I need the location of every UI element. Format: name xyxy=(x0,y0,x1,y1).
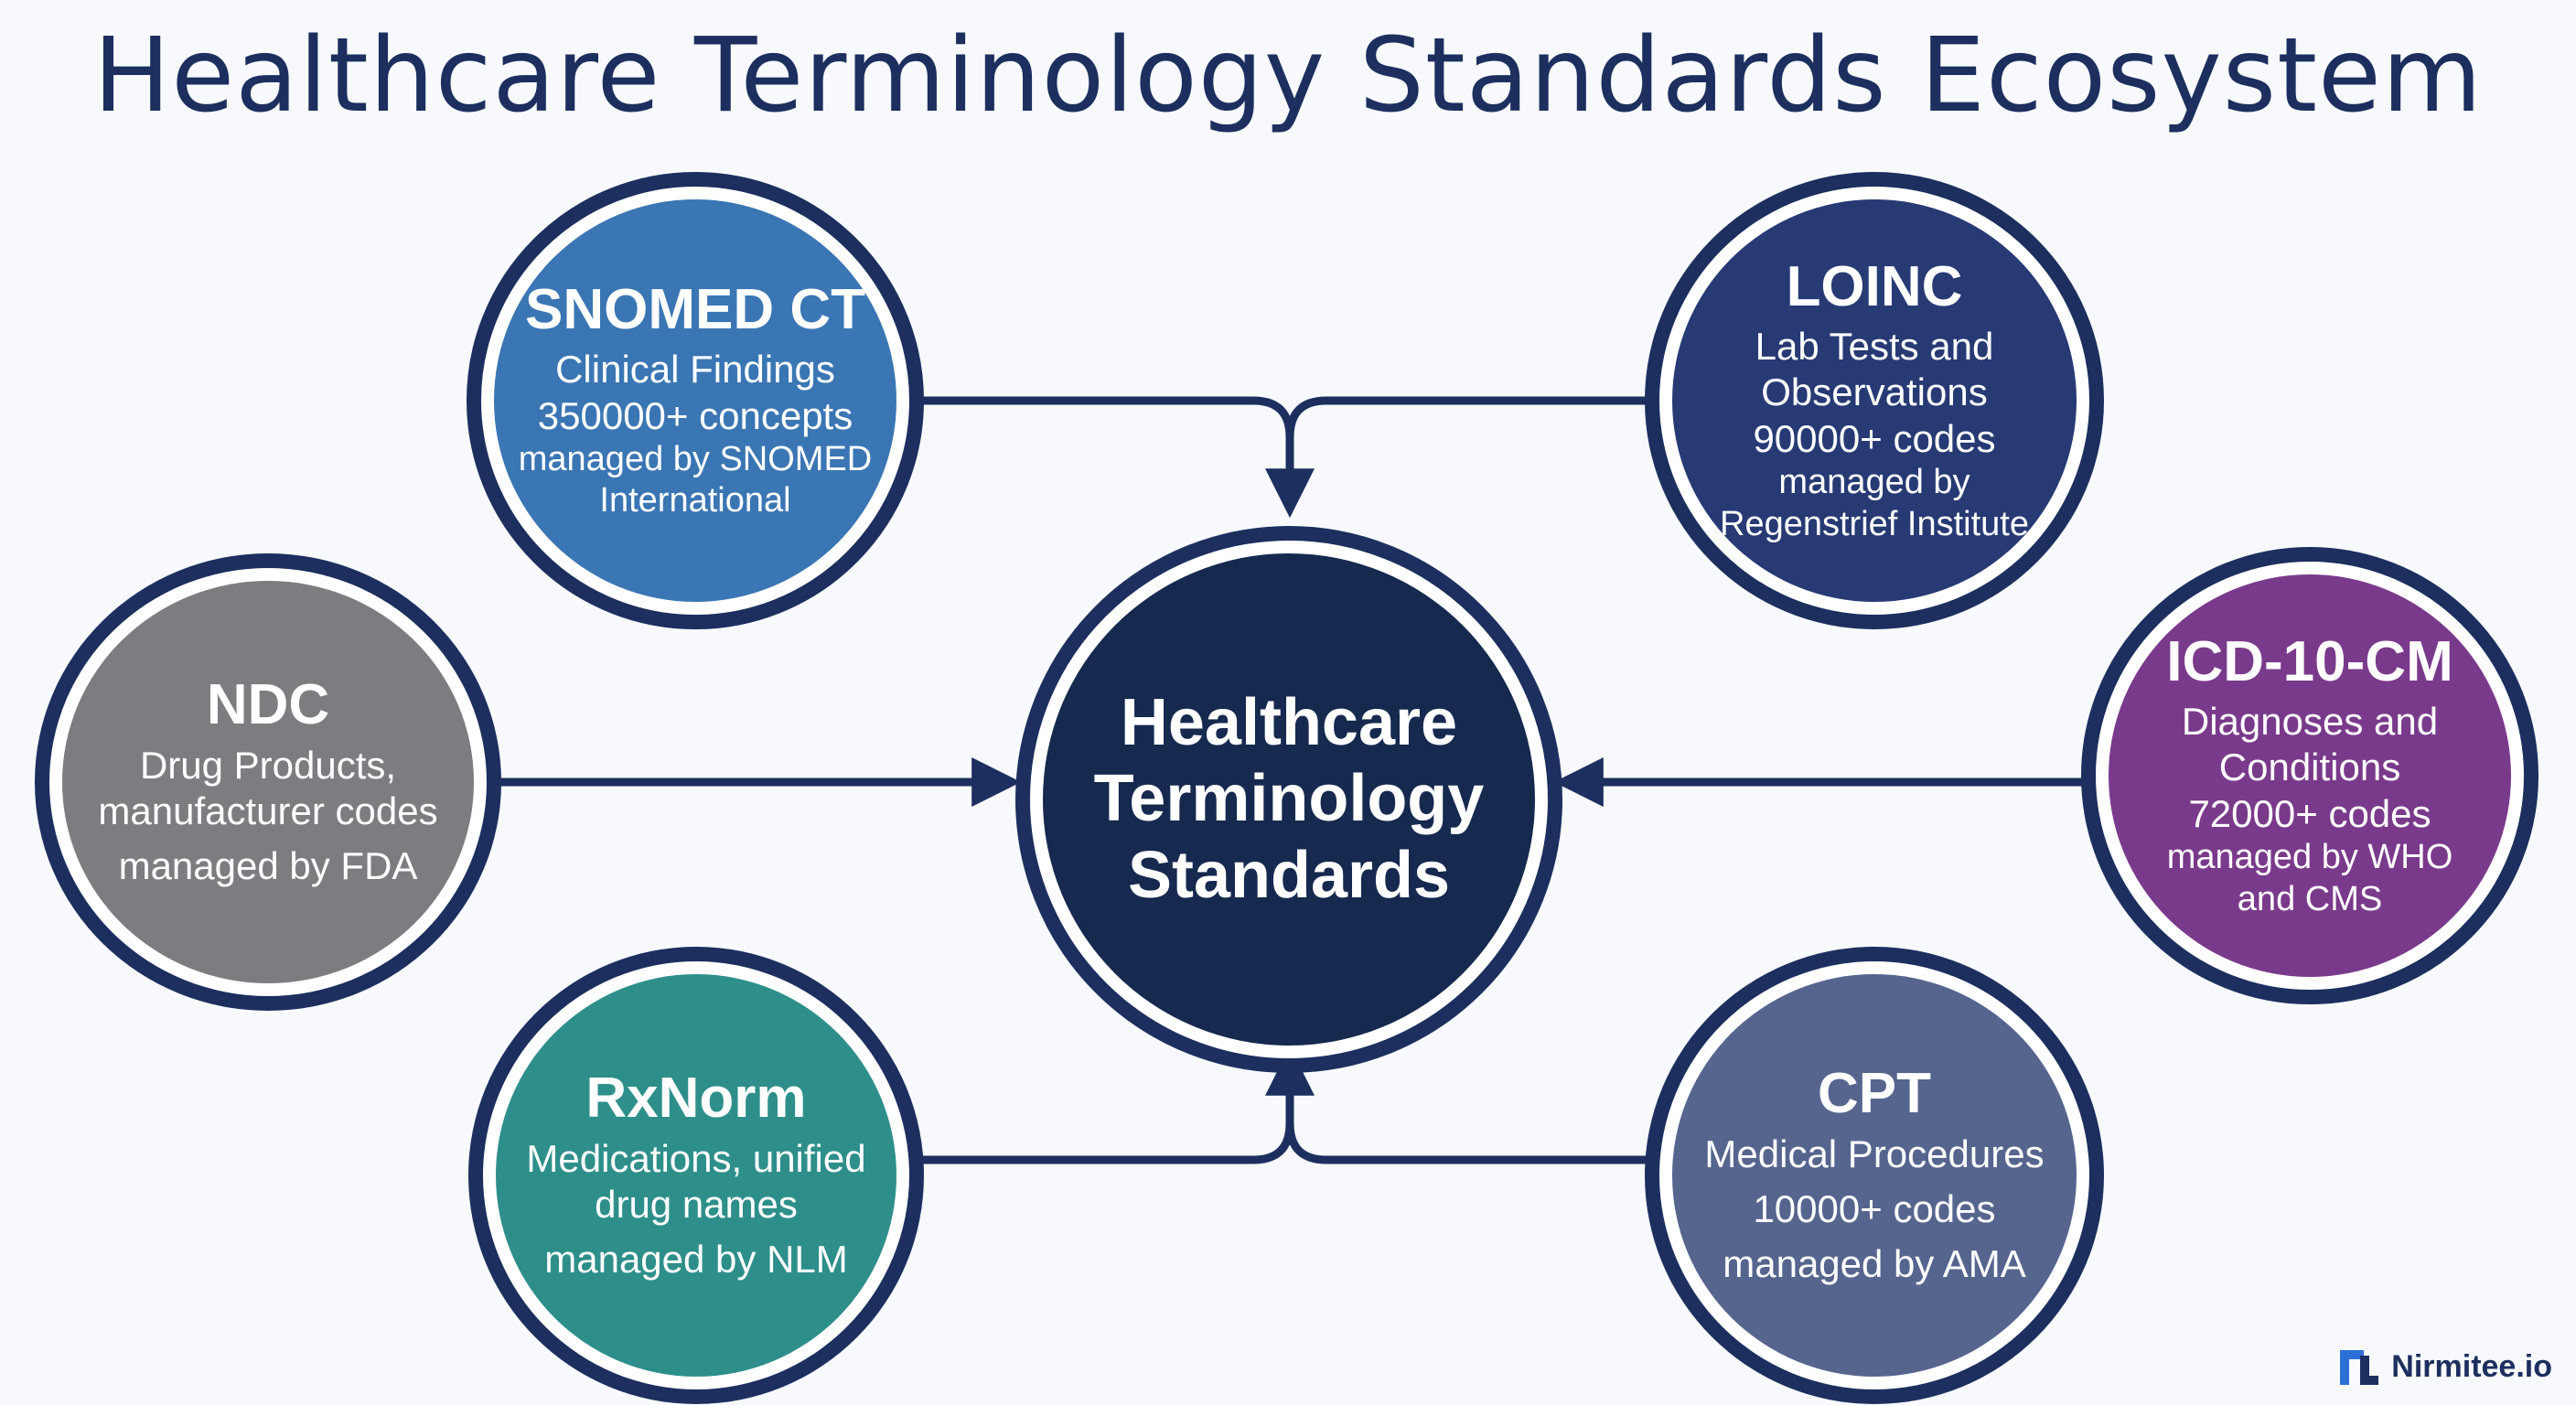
center-line-2: Terminology xyxy=(1093,762,1485,836)
node-description: Medical Procedures xyxy=(1704,1132,2045,1175)
node-icd-10-cm: ICD-10-CM Diagnoses and Conditions 72000… xyxy=(2081,547,2538,1004)
node-count: 350000+ concepts xyxy=(537,393,853,437)
node-manager: managed by SNOMED xyxy=(518,439,873,478)
node-description: Diagnoses and xyxy=(2181,699,2439,743)
node-count: 72000+ codes xyxy=(2188,791,2431,835)
center-hub: Healthcare Terminology Standards xyxy=(1015,526,1562,1073)
node-manager: managed by AMA xyxy=(1723,1242,2026,1286)
node-name: CPT xyxy=(1818,1062,1931,1126)
node-count: 90000+ codes xyxy=(1753,416,1996,460)
node-manager: Regenstrief Institute xyxy=(1720,504,2029,543)
center-line-1: Healthcare xyxy=(1120,685,1458,759)
diagram-title: Healthcare Terminology Standards Ecosyst… xyxy=(92,16,2484,135)
node-description: manufacturer codes xyxy=(98,788,438,832)
node-description: Conditions xyxy=(2218,745,2401,789)
node-description: drug names xyxy=(595,1182,798,1226)
node-loinc-fill: LOINC Lab Tests and Observations 90000+ … xyxy=(1672,199,2077,602)
node-cpt: CPT Medical Procedures 10000+ codes mana… xyxy=(1645,947,2104,1404)
node-name: RxNorm xyxy=(585,1067,807,1131)
connector-loinc xyxy=(1285,396,1656,438)
node-name: SNOMED CT xyxy=(525,277,865,341)
node-snomed-ct: SNOMED CT Clinical Findings 350000+ conc… xyxy=(467,172,924,629)
center-hub-fill: Healthcare Terminology Standards xyxy=(1043,553,1535,1046)
node-manager: International xyxy=(599,481,791,520)
brand-watermark: Nirmitee.io xyxy=(2340,1349,2552,1385)
node-ndc-fill: NDC Drug Products, manufacturer codes ma… xyxy=(62,581,474,983)
node-manager: managed by WHO xyxy=(2166,838,2453,877)
node-description: Observations xyxy=(1761,370,1988,414)
connector-snomed xyxy=(901,396,1315,519)
center-line-3: Standards xyxy=(1127,838,1451,912)
node-manager: managed by FDA xyxy=(118,844,418,888)
node-rxnorm-fill: RxNorm Medications, unified drug names m… xyxy=(496,974,896,1377)
node-icd-10-cm-fill: ICD-10-CM Diagnoses and Conditions 72000… xyxy=(2109,574,2511,977)
node-snomed-ct-fill: SNOMED CT Clinical Findings 350000+ conc… xyxy=(494,199,896,602)
connector-cpt xyxy=(1285,1122,1660,1164)
nirmitee-logo-icon xyxy=(2340,1349,2379,1385)
node-name: ICD-10-CM xyxy=(2166,629,2453,693)
node-loinc: LOINC Lab Tests and Observations 90000+ … xyxy=(1645,172,2104,629)
node-description: Clinical Findings xyxy=(555,348,835,391)
node-description: Drug Products, xyxy=(139,743,397,787)
node-description: Lab Tests and xyxy=(1755,324,1994,368)
brand-name: Nirmitee.io xyxy=(2391,1349,2552,1384)
node-count: 10000+ codes xyxy=(1753,1186,1996,1230)
node-description: Medications, unified xyxy=(526,1136,866,1180)
node-ndc: NDC Drug Products, manufacturer codes ma… xyxy=(35,553,501,1011)
node-manager: managed by xyxy=(1778,463,1970,502)
node-manager: and CMS xyxy=(2237,879,2383,918)
connector-rxnorm xyxy=(910,1046,1315,1164)
node-manager: managed by NLM xyxy=(544,1238,848,1282)
node-cpt-fill: CPT Medical Procedures 10000+ codes mana… xyxy=(1672,974,2077,1377)
node-name: LOINC xyxy=(1786,254,1963,318)
node-rxnorm: RxNorm Medications, unified drug names m… xyxy=(468,947,924,1404)
node-name: NDC xyxy=(206,673,330,737)
